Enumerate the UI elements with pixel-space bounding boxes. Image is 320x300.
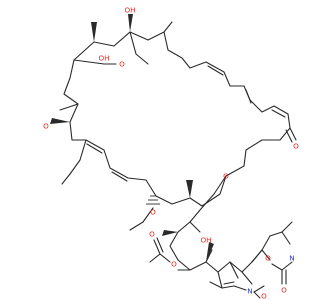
atom-oh-ring: OH (98, 54, 109, 63)
atom-acetate-o2: O (149, 230, 155, 239)
atom-ester-carbonyl-o: O (281, 286, 287, 295)
atom-ome-2: O (43, 122, 49, 131)
ring-substituents (50, 14, 297, 231)
atom-lactone-ring-o: O (223, 172, 229, 181)
atom-amine-n: N (289, 254, 294, 263)
atom-ome-1: O (119, 60, 125, 69)
atom-acetate-o1: O (171, 260, 177, 269)
structure-drawing: OH O OH O O O O OH O O N O O N O (43, 6, 299, 300)
atom-lactone-carbonyl-o: O (293, 142, 299, 151)
macrocycle-bonds (63, 31, 291, 207)
hashed-bond-ome (146, 195, 160, 205)
atom-oh-chain: OH (200, 236, 211, 245)
molecule-diagram: OH O OH O O O O OH O O N O O N O (43, 6, 299, 300)
atom-labels: OH O OH O O O O OH O O N O O N O (43, 6, 299, 300)
atom-ester-o: O (265, 254, 271, 263)
atom-oh-top: OH (124, 6, 135, 15)
atom-formamide-n: N (247, 287, 252, 296)
atom-ome-3: O (150, 208, 156, 217)
side-chain-bonds (149, 175, 293, 299)
atom-formyl-o: O (261, 292, 267, 300)
